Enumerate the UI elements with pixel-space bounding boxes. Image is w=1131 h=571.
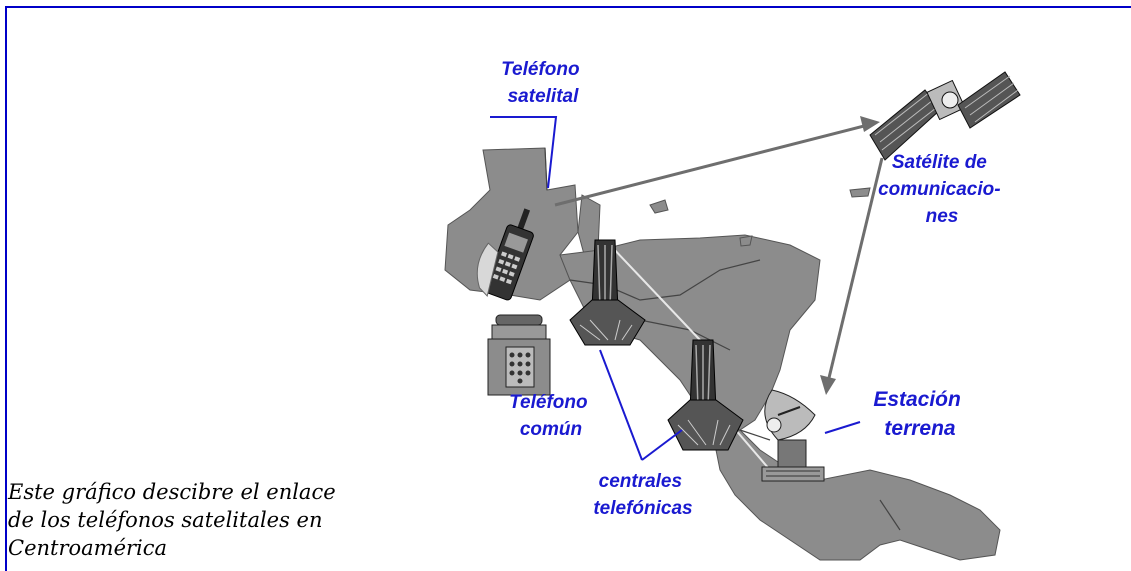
label-satelite: Satélite de comunicacio- nes [878,152,1006,227]
label-centrales: centrales telefónicas [593,471,692,519]
caption-line-1: Este gráfico descibre el enlace [8,480,336,504]
leader-estacion [824,421,861,434]
label-centrales-line1: centrales [599,471,682,492]
caption-line-3: Centroamérica [8,536,168,560]
label-estacion-line2: terrena [884,417,956,440]
label-satelite-line2: comunicacio- [878,179,1000,200]
central-america-map [444,147,1001,561]
landline-link-1 [609,244,701,341]
earth-station-dish-icon [761,389,825,482]
uplink-arrowhead [860,116,880,132]
label-estacion-line1: Estación [873,388,961,411]
label-telefono-satelital-line2: satelital [508,86,579,107]
diagram-frame [5,6,1131,571]
exchange-tower-icon-2 [667,339,744,451]
label-satelite-line1: Satélite de [892,152,987,173]
downlink-arrow [826,157,884,383]
label-telefono-comun-line2: común [520,419,582,440]
leader-centrales-2 [641,429,683,461]
landline-phone-icon [487,314,551,396]
exchange-tower-icon [569,239,646,346]
label-telefono-satelital-line1: Teléfono [501,59,579,80]
leader-telefono-satelital [490,116,558,189]
downlink-arrowhead [820,375,836,395]
label-telefono-comun: Teléfono común [509,392,593,440]
label-telefono-comun-line1: Teléfono [509,392,587,413]
label-centrales-line2: telefónicas [593,498,692,519]
caption-line-2: de los teléfonos satelitales en [8,508,323,532]
leader-centrales-1 [599,349,643,461]
label-estacion: Estación terrena [873,388,966,440]
diagram-caption: Este gráfico descibre el enlace de los t… [8,478,368,562]
communication-links [554,116,884,471]
label-telefono-satelital: Teléfono satelital [501,59,585,107]
communications-satellite-icon [869,71,1021,161]
label-leader-lines [490,116,861,461]
label-satelite-line3: nes [926,206,959,227]
uplink-arrow [554,123,869,207]
satellite-phone-icon [476,208,534,301]
